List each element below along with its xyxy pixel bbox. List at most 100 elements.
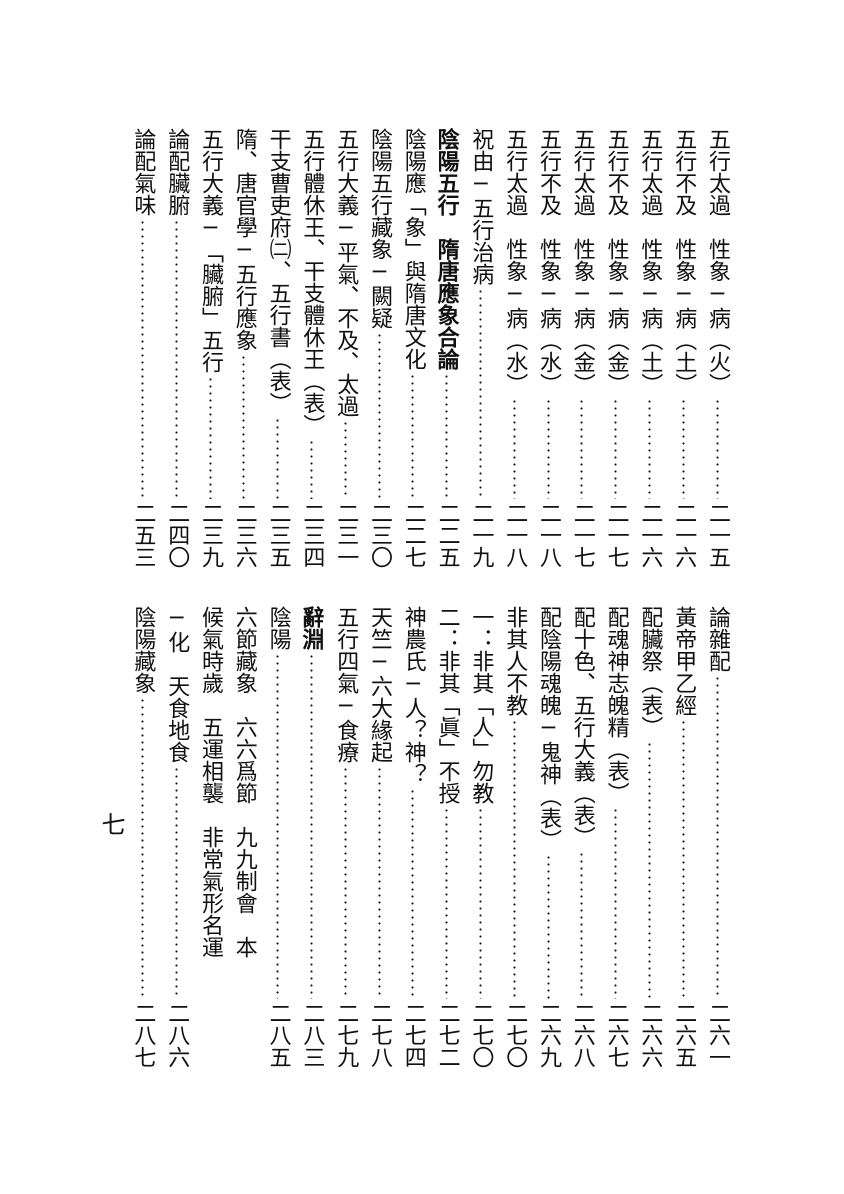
toc-entry-page: 二七〇: [468, 1002, 494, 1068]
toc-entry-page: 二一八: [502, 502, 528, 568]
toc-entry: 陰陽藏象二八七: [125, 606, 159, 1068]
toc-entry-page: 二一八: [536, 502, 561, 568]
toc-entry-page: 二三〇: [367, 502, 392, 568]
toc-entry: 論配氣味二五三: [125, 128, 159, 568]
dot-leader: [445, 373, 449, 499]
toc-entry: 配臟祭（表）二六六: [632, 606, 666, 1068]
toc-entry-title: 論雜配: [705, 606, 730, 672]
toc-entry: 論雜配二六一: [700, 606, 734, 1068]
toc-entry-page: 二四〇: [164, 502, 190, 568]
toc-entry: 神農氏─人？神？ 二七四: [396, 606, 430, 1068]
toc-entry-title: 二：非其「眞」不授: [434, 606, 460, 804]
dot-leader: [411, 373, 415, 499]
toc-entry: 陰陽應「象」與隋唐文化二二七: [396, 128, 430, 568]
toc-entry-page: 二七四: [400, 1002, 426, 1068]
toc-entry-title: 五行太過 性象─病（金）: [569, 128, 595, 395]
toc-entry-page: 二六八: [569, 1002, 595, 1068]
toc-entry-page: 二六七: [603, 1002, 629, 1068]
toc-entry-title: 五行四氣─食療: [333, 606, 359, 763]
toc-entry-page: 二一六: [671, 502, 697, 568]
dot-leader: [242, 354, 246, 499]
toc-entry-page: 二二七: [400, 502, 426, 568]
toc-entry-title: 五行大義─「臟腑」五行: [198, 128, 223, 373]
toc-entry: 六節藏象 六六爲節 九九制會 本: [227, 606, 261, 1068]
toc-entry: 陰陽二八五: [261, 606, 295, 1068]
toc-entry-title: 配陰陽魂魄─鬼神（表）: [536, 606, 561, 851]
toc-entry: 陰陽五行 隋唐應象合論二二五: [430, 128, 464, 568]
toc-entry-title: 配十色、五行大義（表）: [569, 606, 595, 848]
toc-entry-page: 二一五: [705, 502, 730, 568]
toc-entry-page: 二二五: [434, 502, 460, 568]
toc-entry-title: 五行太過 性象─病（火）: [705, 128, 730, 395]
toc-entry-page: 二七八: [367, 1002, 392, 1068]
dot-leader: [174, 219, 178, 499]
dot-leader: [478, 807, 482, 999]
toc-entry-page: 二六九: [536, 1002, 561, 1068]
toc-entry-title: 辭淵: [298, 606, 325, 650]
toc-entry: 候氣時歲 五運相襲 非常氣形名運: [193, 606, 227, 1068]
toc-entry: 非其人不教二七〇: [497, 606, 531, 1068]
dot-leader: [140, 697, 144, 999]
toc-entry-page: 二八七: [130, 1002, 156, 1068]
toc-entry-page: 二一七: [603, 502, 629, 568]
toc-entry-title: 陰陽五行藏象─闕疑: [367, 128, 392, 329]
toc-entry-title: 祝由─五行治病: [468, 128, 494, 285]
toc-entry-title: 黃帝甲乙經: [671, 606, 697, 716]
toc-entry-title: 天竺─六大緣起: [367, 606, 392, 763]
toc-entry-title: 非其人不教: [502, 606, 528, 716]
toc-entry-page: 二七二: [434, 1002, 460, 1068]
toc-entry-page: 二一九: [468, 502, 494, 568]
toc-entry-page: 二七九: [333, 1002, 359, 1068]
toc-entry-title: 陰陽藏象: [130, 606, 156, 694]
dot-leader: [343, 420, 347, 499]
toc-entry: ─化 天食地食二八六: [159, 606, 193, 1068]
toc-entry-title: 五行不及 性象─病（土）: [671, 128, 697, 395]
toc-entry-title: 隋、唐官學─五行應象: [231, 128, 257, 351]
toc-entry-title: 神農氏─人？神？: [400, 606, 426, 785]
page-number: 七: [97, 812, 125, 836]
toc-entry-title: 陰陽: [265, 606, 291, 650]
toc-entry-title: 六節藏象 六六爲節 九九制會 本: [231, 606, 257, 958]
toc-entry-page: 二六六: [637, 1002, 663, 1068]
dot-leader: [309, 439, 313, 499]
dot-leader: [343, 766, 347, 999]
toc-entry: 祝由─五行治病二一九: [463, 128, 497, 568]
dot-leader: [647, 741, 651, 999]
toc-entry-page: 二三六: [231, 502, 257, 568]
toc-entry-page: 二三四: [299, 502, 325, 568]
dot-leader: [512, 719, 516, 999]
toc-entry-title: 候氣時歲 五運相襲 非常氣形名運: [198, 606, 223, 958]
toc-entry-page: 二八三: [299, 1002, 325, 1068]
toc-entry-page: 二五三: [130, 502, 156, 568]
toc-entry-page: 二三五: [265, 502, 291, 568]
dot-leader: [208, 376, 212, 499]
toc-entry: 五行大義─「臟腑」五行二三九: [193, 128, 227, 568]
toc-entry-page: 二一七: [569, 502, 595, 568]
toc-entry: 天竺─六大緣起二七八: [362, 606, 396, 1068]
toc-entry-title: 陰陽五行 隋唐應象合論: [433, 128, 460, 370]
dot-leader: [140, 219, 144, 499]
toc-entry-title: ─化 天食地食: [164, 606, 190, 763]
toc-entry-title: 五行太過 性象─病（土）: [637, 128, 663, 395]
dot-leader: [276, 417, 280, 499]
dot-leader: [580, 398, 584, 499]
toc-entry: 配陰陽魂魄─鬼神（表） 二六九: [531, 606, 565, 1068]
toc-entry: 辭淵二八三: [294, 606, 328, 1068]
toc-entry-title: 五行體休王、干支體休王（表）: [299, 128, 325, 436]
toc-entry: 配魂神志魄精（表） 二六七: [599, 606, 633, 1068]
toc-entry-page: 二三一: [333, 502, 359, 568]
toc-entry-page: 二三九: [198, 502, 223, 568]
dot-leader: [681, 719, 685, 999]
toc-entry-page: 二六一: [705, 1002, 730, 1068]
toc-entry-page: 二六五: [671, 1002, 697, 1068]
dot-leader: [614, 398, 618, 499]
toc-entry-title: 陰陽應「象」與隋唐文化: [400, 128, 426, 370]
toc-entry: 隋、唐官學─五行應象二三六: [227, 128, 261, 568]
toc-entry: 五行太過 性象─病（火） 二一五: [700, 128, 734, 568]
dot-leader: [309, 653, 313, 999]
toc-entry-title: 配魂神志魄精（表）: [603, 606, 629, 804]
dot-leader: [681, 398, 685, 499]
toc-entry: 干支曹吏府㈡、五行書（表）二三五: [261, 128, 295, 568]
toc-entry: 五行太過 性象─病（金） 二一七: [565, 128, 599, 568]
toc-entry-title: 五行不及 性象─病（水）: [536, 128, 561, 395]
